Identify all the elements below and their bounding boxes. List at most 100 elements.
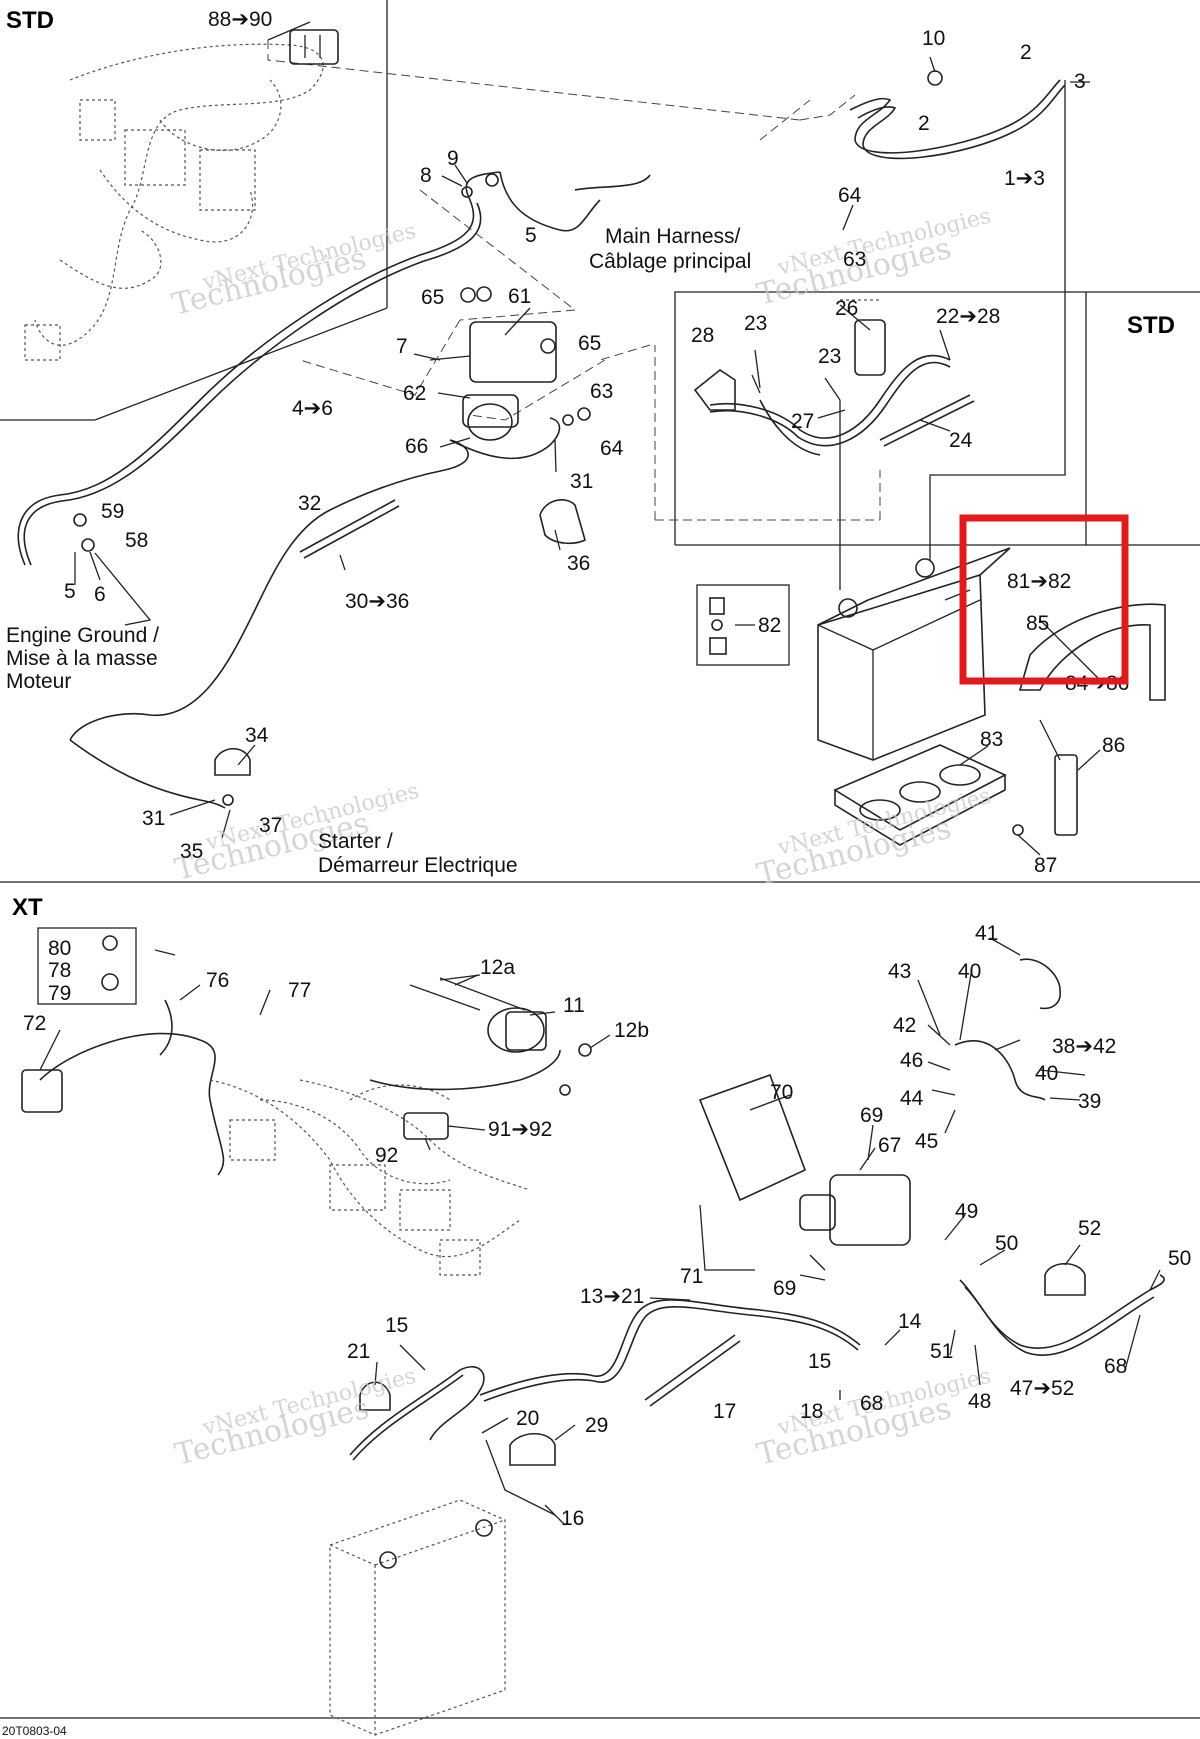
callout-71: 71	[680, 1265, 703, 1288]
callout-76: 76	[206, 969, 229, 992]
callout-61: 61	[508, 285, 531, 308]
callout-50: 50	[995, 1232, 1018, 1255]
callout-69: 69	[860, 1104, 883, 1127]
callout-91-92: 91➔92	[488, 1118, 552, 1141]
battery-xt	[329, 1499, 506, 1736]
callout-8: 8	[420, 164, 432, 187]
callout-31: 31	[142, 807, 165, 830]
callout-9: 9	[447, 147, 459, 170]
callout-5: 5	[64, 580, 76, 603]
callout-40: 40	[1035, 1062, 1058, 1085]
reference-code: 20T0803-04	[2, 1724, 67, 1738]
callout-27: 27	[791, 410, 814, 433]
callout-31: 31	[570, 470, 593, 493]
callout-45: 45	[915, 1130, 938, 1153]
callout-14: 14	[898, 1310, 922, 1333]
callout-81-82: 81➔82	[1007, 570, 1071, 593]
callout-66: 66	[405, 435, 428, 458]
callout-36: 36	[567, 552, 590, 575]
callout-4-6: 4➔6	[292, 397, 333, 420]
callout-28: 28	[691, 324, 714, 347]
callout-11: 11	[563, 994, 585, 1017]
callout-37: 37	[259, 814, 282, 837]
callout-82: 82	[758, 614, 781, 637]
callout-72: 72	[23, 1012, 46, 1035]
caption-main-harness: Main Harness/	[605, 225, 741, 248]
callout-24: 24	[949, 429, 973, 452]
callout-65: 65	[578, 332, 601, 355]
callout-92: 92	[375, 1144, 398, 1167]
callout-64: 64	[838, 184, 862, 207]
callout-79: 79	[48, 982, 71, 1005]
callout-12a: 12a	[480, 956, 515, 979]
callout-29: 29	[585, 1414, 608, 1437]
callout-34: 34	[245, 724, 269, 747]
callout-30-36: 30➔36	[345, 590, 409, 613]
section-title-xt: XT	[12, 894, 43, 921]
callout-21: 21	[347, 1340, 370, 1363]
callout-12b: 12b	[614, 1019, 649, 1042]
titles: STD STD XT Main Harness/ Câblage princip…	[2, 7, 1175, 1738]
watermarks: vNext Technologies Technologies vNext Te…	[168, 204, 993, 1473]
callout-13-21: 13➔21	[580, 1285, 644, 1308]
callout-48: 48	[968, 1390, 991, 1413]
caption-engine-ground: Mise à la masse	[6, 647, 158, 670]
callout-52: 52	[1078, 1217, 1101, 1240]
callout-78: 78	[48, 959, 71, 982]
callout-3: 3	[1074, 70, 1086, 93]
callout-42: 42	[893, 1014, 916, 1037]
callout-64: 64	[600, 437, 624, 460]
main-harness-std	[24, 21, 339, 361]
callout-44: 44	[900, 1087, 924, 1110]
callout-23: 23	[818, 345, 841, 368]
callout-77: 77	[288, 979, 311, 1002]
callout-63: 63	[590, 380, 613, 403]
highlight-box	[959, 514, 1129, 685]
callout-18: 18	[800, 1400, 823, 1423]
part-labels: 88➔90 10 2 3 2 1➔3 9 8 5 64 63 65 61 7 6…	[23, 8, 1191, 1530]
callout-69: 69	[773, 1277, 796, 1300]
callout-51: 51	[930, 1340, 953, 1363]
callout-26: 26	[835, 297, 858, 320]
std-cables	[17, 79, 1066, 809]
callout-67: 67	[878, 1134, 901, 1157]
main-harness-xt	[21, 999, 531, 1276]
callout-23: 23	[744, 312, 767, 335]
leader-lines	[39, 56, 1161, 1526]
section-title-std: STD	[6, 7, 54, 34]
watermark-text: Technologies	[168, 241, 369, 323]
callout-43: 43	[888, 960, 911, 983]
callout-83: 83	[980, 728, 1003, 751]
caption-engine-ground: Moteur	[6, 670, 71, 693]
callout-87: 87	[1034, 854, 1057, 877]
callout-58: 58	[125, 529, 148, 552]
callout-86: 86	[1102, 734, 1125, 757]
callout-17: 17	[713, 1400, 736, 1423]
caption-main-harness: Câblage principal	[589, 250, 751, 273]
callout-5: 5	[525, 224, 537, 247]
callout-47-52: 47➔52	[1010, 1377, 1074, 1400]
callout-32: 32	[298, 492, 321, 515]
callout-50: 50	[1168, 1247, 1191, 1270]
callout-6: 6	[94, 583, 106, 606]
callout-85: 85	[1026, 612, 1049, 635]
callout-1-3: 1➔3	[1004, 167, 1045, 190]
callout-49: 49	[955, 1200, 978, 1223]
std-hardware	[37, 70, 943, 1005]
caption-engine-ground: Engine Ground /	[6, 624, 159, 647]
callout-7: 7	[396, 335, 408, 358]
section-title-std-battery: STD	[1127, 312, 1175, 339]
callout-15: 15	[808, 1350, 831, 1373]
callout-38-42: 38➔42	[1052, 1035, 1116, 1058]
callout-80: 80	[48, 937, 71, 960]
callout-2: 2	[1020, 41, 1032, 64]
callout-62: 62	[403, 382, 426, 405]
dashed-leaders	[267, 40, 881, 521]
caption-starter: Starter /	[318, 830, 393, 853]
callout-39: 39	[1078, 1090, 1101, 1113]
callout-68: 68	[860, 1392, 883, 1415]
callout-40: 40	[958, 960, 981, 983]
callout-2: 2	[918, 112, 930, 135]
